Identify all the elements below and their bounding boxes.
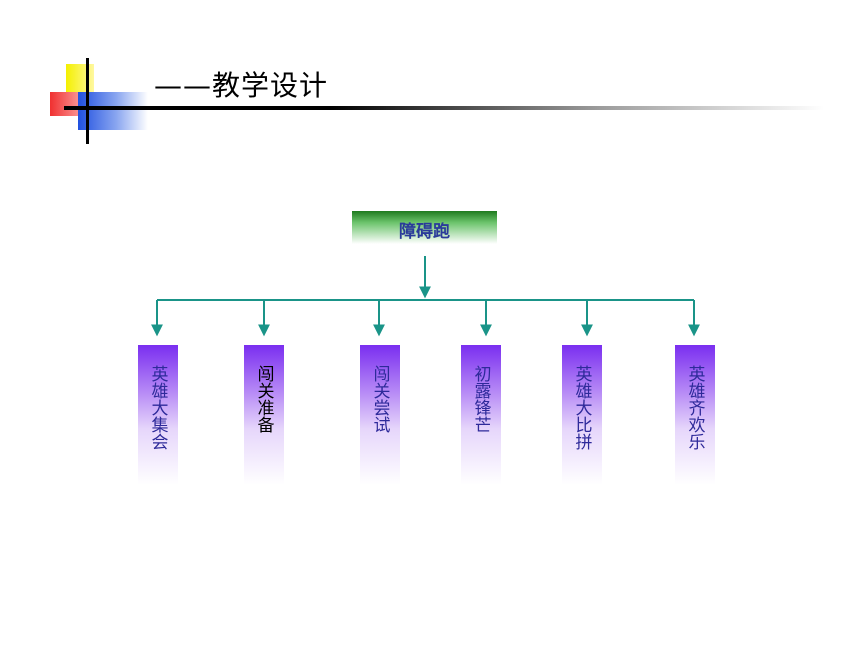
root-node-label: 障碍跑 xyxy=(399,221,450,242)
child-node-3: 闯关尝试 xyxy=(360,345,400,485)
child-node-6: 英雄齐欢乐 xyxy=(675,345,715,485)
child-node-label: 英雄齐欢乐 xyxy=(684,365,705,450)
child-node-label: 英雄大集会 xyxy=(147,365,168,450)
child-node-5: 英雄大比拼 xyxy=(562,345,602,485)
child-node-label: 英雄大比拼 xyxy=(571,365,592,450)
child-node-4: 初露锋芒 xyxy=(461,345,501,485)
child-node-label: 闯关尝试 xyxy=(369,365,390,433)
child-node-label: 初露锋芒 xyxy=(470,365,491,433)
child-node-2: 闯关准备 xyxy=(244,345,284,485)
slide-decoration xyxy=(0,0,860,160)
decor-horizontal-line xyxy=(64,106,824,110)
child-node-label: 闯关准备 xyxy=(253,365,274,433)
decor-vertical-line xyxy=(86,58,89,144)
decor-blue-square xyxy=(78,92,148,130)
decor-yellow-square xyxy=(66,64,94,94)
root-node: 障碍跑 xyxy=(352,211,497,244)
slide-title: ——教学设计 xyxy=(154,69,329,102)
child-node-1: 英雄大集会 xyxy=(138,345,178,485)
